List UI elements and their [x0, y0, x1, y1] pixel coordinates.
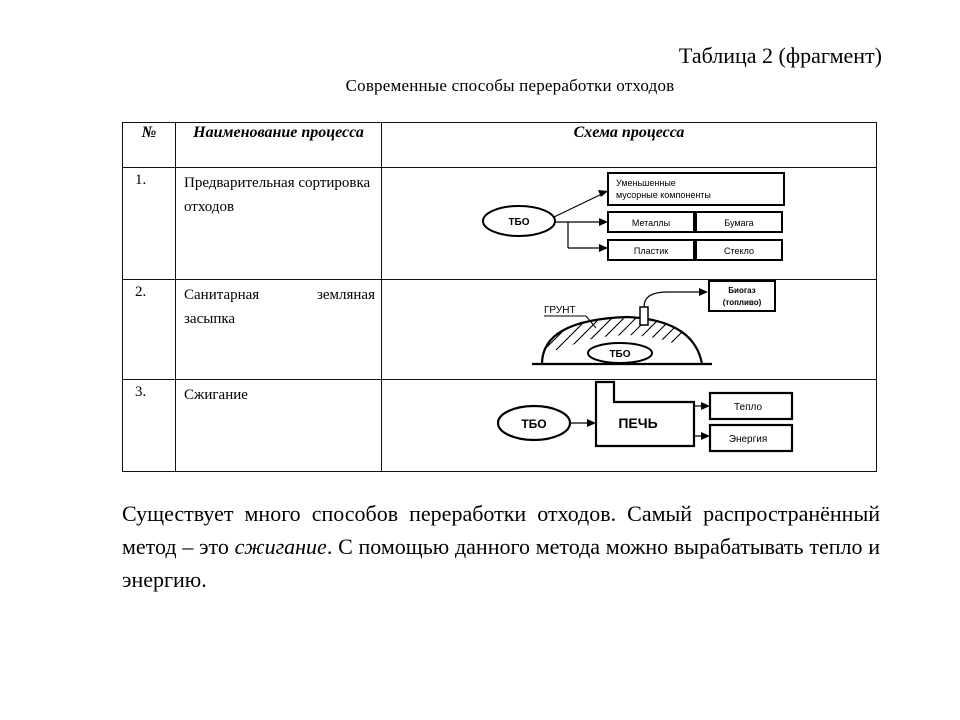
paper-box: [695, 211, 783, 233]
table-caption: Таблица 2 (фрагмент): [678, 43, 882, 68]
table-row: 3. Сжигание ТБО ПЕЧЬ Тепло Энергия: [122, 379, 877, 472]
reduced-components-label-2: мусорные компоненты: [616, 190, 711, 200]
column-header-scheme: Схема процесса: [381, 122, 877, 168]
table-title: Современные способы переработки отходов: [345, 76, 675, 95]
reduced-components-box: [607, 172, 785, 206]
process-table: № Наименование процесса Схема процесса 1…: [122, 122, 877, 472]
table-header-row: № Наименование процесса Схема процесса: [122, 122, 877, 168]
furnace-shape: [594, 380, 696, 448]
metals-label: Металлы: [632, 218, 670, 228]
landfill-diagram: ТБО Биогаз (топливо) ГРУНТ: [532, 280, 776, 366]
sorting-diagram: ТБО Уменьшенные мусорные компоненты Мета…: [482, 172, 785, 261]
heat-label: Тепло: [734, 402, 762, 413]
process-scheme: ТБО ПЕЧЬ Тепло Энергия: [381, 379, 877, 472]
paragraph-text-1: Существует много способов переработки от…: [122, 501, 880, 559]
tbo-label: ТБО: [508, 217, 529, 228]
glass-label: Стекло: [724, 246, 754, 256]
furnace-label: ПЕЧЬ: [618, 415, 657, 431]
mound-outline: [540, 315, 704, 365]
gas-pipe: [639, 306, 649, 326]
reduced-components-label-1: Уменьшенные: [616, 178, 676, 188]
biogas-label: Биогаз: [728, 286, 755, 295]
plastic-label: Пластик: [634, 246, 668, 256]
ground-label: ГРУНТ: [544, 305, 576, 316]
tbo-label: ТБО: [521, 417, 546, 431]
paragraph-text-2: . С помощью данного метода можно вырабат…: [122, 534, 880, 592]
table-row: 1. Предварительная сортировка отходов: [122, 167, 877, 280]
table-row: 2. Санитарная земляная засыпка: [122, 279, 877, 380]
incineration-diagram: ТБО ПЕЧЬ Тепло Энергия: [496, 380, 794, 453]
row-number: 1.: [122, 167, 176, 280]
heat-box: [708, 391, 794, 421]
tbo-label: ТБО: [609, 349, 630, 360]
process-scheme: ТБО Уменьшенные мусорные компоненты Мета…: [381, 167, 877, 280]
tbo-ellipse: [482, 205, 556, 237]
row-number: 2.: [122, 279, 176, 380]
paragraph-emphasis: сжигание: [234, 534, 327, 559]
process-name: Предварительная сортировка отходов: [175, 167, 382, 280]
plastic-box: [607, 239, 695, 261]
energy-box: [708, 423, 794, 453]
column-header-name: Наименование процесса: [175, 122, 382, 168]
biogas-box: [708, 280, 776, 312]
paper-label: Бумага: [724, 218, 753, 228]
row-number: 3.: [122, 379, 176, 472]
gas-pipe-line: [643, 291, 702, 308]
glass-box: [695, 239, 783, 261]
process-scheme: ТБО Биогаз (топливо) ГРУНТ: [381, 279, 877, 380]
tbo-ellipse: [587, 342, 653, 364]
energy-label: Энергия: [729, 434, 767, 445]
process-name: Сжигание: [175, 379, 382, 472]
body-paragraph: Существует много способов переработки от…: [122, 497, 880, 596]
column-header-number: №: [122, 122, 176, 168]
process-name: Санитарная земляная засыпка: [175, 279, 382, 380]
fuel-label: (топливо): [723, 298, 762, 307]
